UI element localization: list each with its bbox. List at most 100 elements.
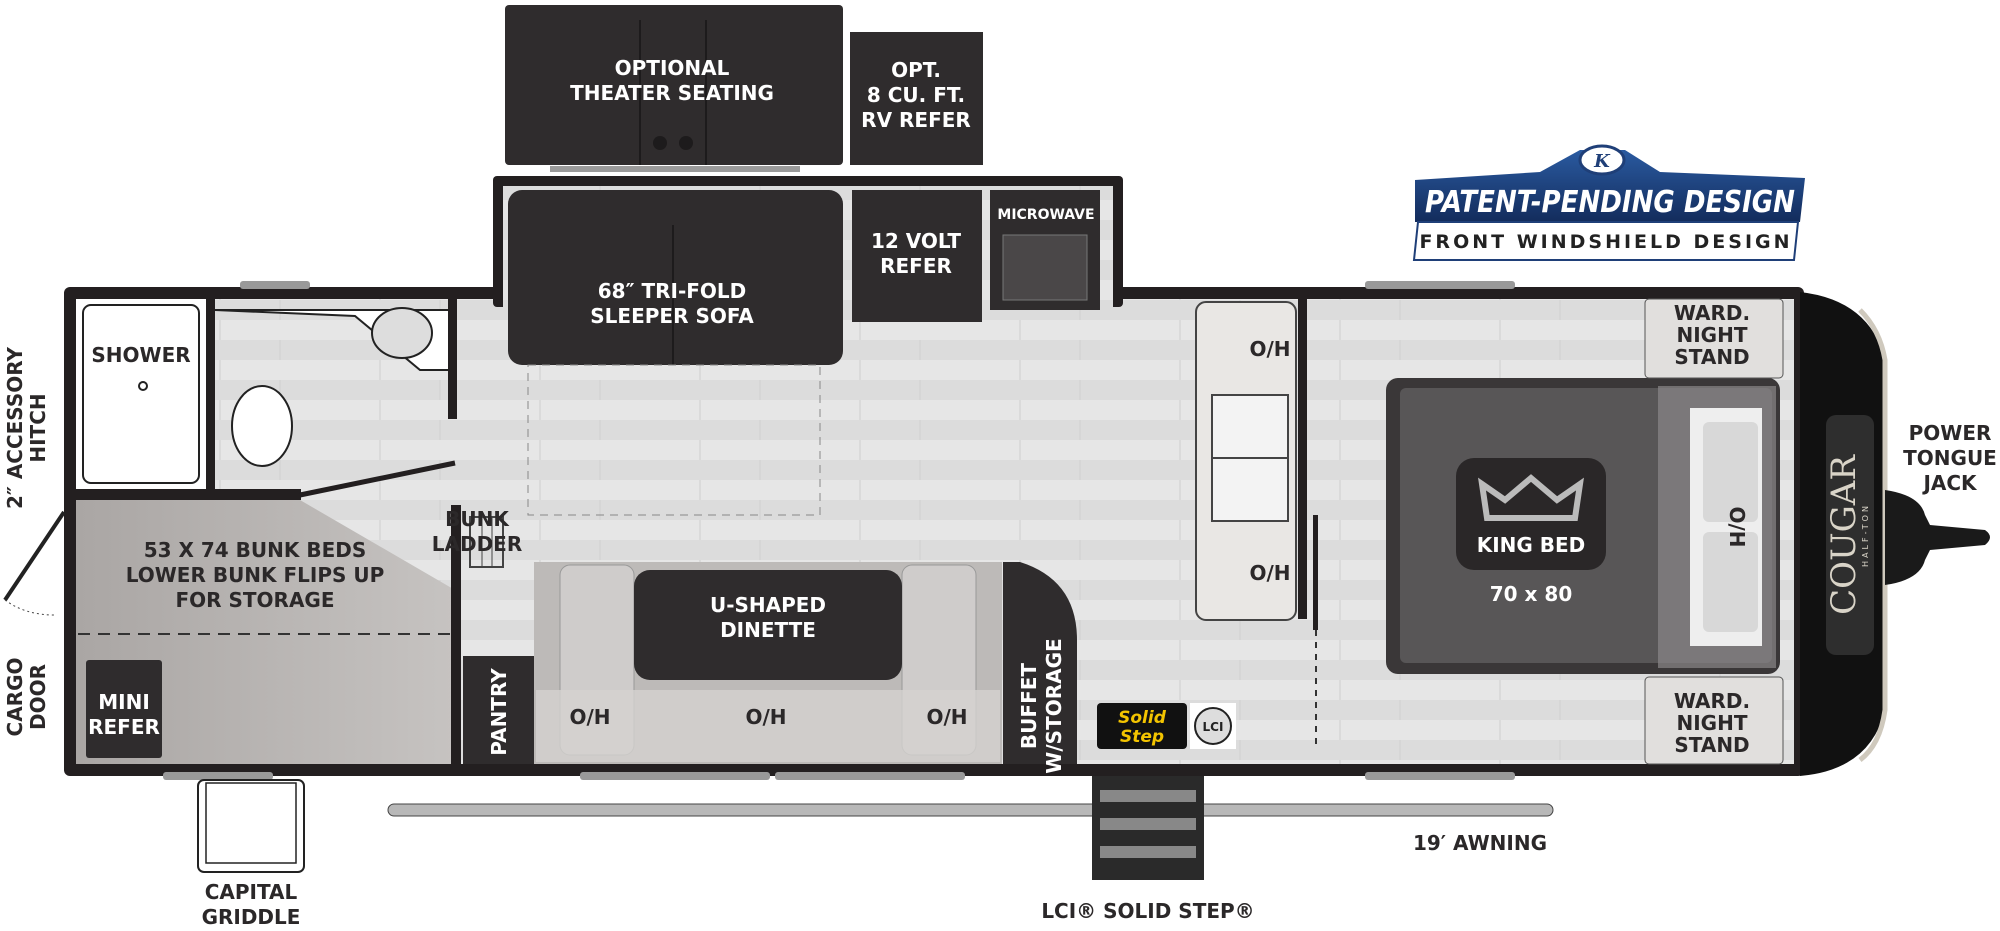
bunk-label-2: LOWER BUNK FLIPS UP [126,563,385,587]
brand-sublogo: HALF-TON [1861,503,1870,567]
shower-drain-icon [138,381,148,391]
griddle-label-2: GRIDDLE [202,905,301,929]
window [1365,281,1515,289]
badge-subtitle: FRONT WINDSHIELD DESIGN [1419,231,1792,253]
griddle-label-1: CAPITAL [205,880,298,904]
kitchen-island: O/H O/H [1195,299,1307,621]
theater-label-2: THEATER SEATING [570,81,774,105]
awning-label: 19′ AWNING [1413,831,1547,855]
shower-label: SHOWER [91,343,190,367]
solid-step-logo-text-1: Solid [1118,708,1167,728]
bunk-ladder-label-1: BUNK [445,507,510,531]
bathroom-door[interactable] [299,460,456,498]
bunk-ladder [469,516,504,568]
shower [82,304,200,484]
sofa-label-1: 68″ TRI-FOLD [598,279,747,303]
patent-pending-badge: K PATENT-PENDING DESIGN FRONT WINDSHIELD… [1412,144,1805,261]
window [580,772,770,780]
ward-label-3: STAND [1674,733,1749,757]
mini-refer-label-2: REFER [88,715,160,739]
oh-label: O/H [745,705,786,729]
capital-griddle [197,779,305,873]
tongue-jack-label-1: POWER [1909,421,1992,445]
bunk-room: 53 X 74 BUNK BEDS LOWER BUNK FLIPS UP FO… [76,500,522,765]
sleeper-sofa [508,190,843,365]
sofa-label-2: SLEEPER SOFA [590,304,754,328]
sink-icon [371,307,433,359]
12-volt-refer [852,190,982,322]
bunk-label-3: FOR STORAGE [175,588,334,612]
pantry-label: PANTRY [487,668,511,756]
oh-label: O/H [1249,337,1290,361]
u-shaped-dinette: U-SHAPED DINETTE O/H O/H O/H [534,562,1002,764]
optional-rv-refer: OPT. 8 CU. FT. RV REFER [850,32,983,165]
window [775,772,965,780]
keystone-logo-icon [1578,144,1626,176]
wardrobe-nightstand-bottom: WARD. NIGHT STAND [1644,676,1784,765]
solid-step-entry[interactable] [1092,776,1204,880]
opt-refer-label-2: 8 CU. FT. [867,83,965,107]
bunk-ladder-label-2: LADDER [432,532,523,556]
hitch-label-2: HITCH [26,393,50,462]
mini-refer [86,660,162,758]
stove-icon [1002,234,1088,301]
lci-logo-text: LCI [1203,720,1224,734]
oh-label: O/H [926,705,967,729]
badge-title: PATENT-PENDING DESIGN [1425,185,1795,220]
dinette-label-1: U-SHAPED [710,593,826,617]
bathroom: SHOWER [76,299,457,500]
ward-label-2: NIGHT [1677,711,1748,735]
oh-label: O/H [1725,506,1749,547]
bunk-label-1: 53 X 74 BUNK BEDS [144,538,367,562]
toilet-icon [231,385,293,467]
ward-label-3: STAND [1674,345,1749,369]
refer12v-label-1: 12 VOLT [871,229,961,253]
dinette-table [634,570,902,680]
bed-size-label: 70 x 80 [1490,582,1573,606]
cargo-door[interactable] [3,510,66,602]
cargo-door-label-1: CARGO [3,658,27,737]
dinette-label-2: DINETTE [720,618,816,642]
theater-label-1: OPTIONAL [615,56,730,80]
microwave-label: MICROWAVE [997,207,1094,223]
solid-step-label: LCI® SOLID STEP® [1041,899,1254,923]
king-bed-label: KING BED [1477,533,1586,557]
partition [1313,515,1318,630]
opt-refer-label-1: OPT. [891,58,941,82]
buffet-label-2: W/STORAGE [1042,638,1066,773]
solid-step-logo-text-2: Step [1120,727,1164,747]
slide-window [550,166,800,172]
oh-label: O/H [1249,561,1290,585]
slideout: 68″ TRI-FOLD SLEEPER SOFA 12 VOLT REFER … [493,176,1123,516]
pantry [463,656,534,764]
logo-letter: K [1593,151,1611,172]
hitch-label-1: 2″ ACCESSORY [3,346,27,509]
power-tongue-jack [1885,490,1990,585]
sofa-bed-outline [527,364,821,516]
window [240,281,310,289]
front-cap: COUGAR HALF-TON [1800,292,1888,776]
refer12v-label-2: REFER [880,254,952,278]
tongue-jack-label-2: TONGUE [1903,446,1997,470]
optional-theater-seating: OPTIONAL THEATER SEATING [505,5,843,165]
king-bed: O/H KING BED 70 x 80 [1386,378,1780,674]
ward-label-1: WARD. [1674,301,1750,325]
window [163,772,273,780]
lci-logo-icon [1194,707,1232,745]
buffet-label-1: BUFFET [1017,663,1041,749]
wardrobe-nightstand-top: WARD. NIGHT STAND [1644,298,1784,379]
brand-logo: COUGAR [1824,454,1864,615]
buffet-storage [1003,562,1077,764]
ward-label-1: WARD. [1674,689,1750,713]
opt-refer-label-3: RV REFER [861,108,971,132]
ward-label-2: NIGHT [1677,323,1748,347]
cargo-door-label-2: DOOR [26,664,50,730]
mini-refer-label-1: MINI [98,690,150,714]
awning [387,803,1554,817]
tongue-jack-label-3: JACK [1921,471,1978,495]
crown-icon [1478,474,1584,521]
solid-step-logo [1097,703,1187,749]
door-swing [4,599,56,616]
window [1365,772,1515,780]
